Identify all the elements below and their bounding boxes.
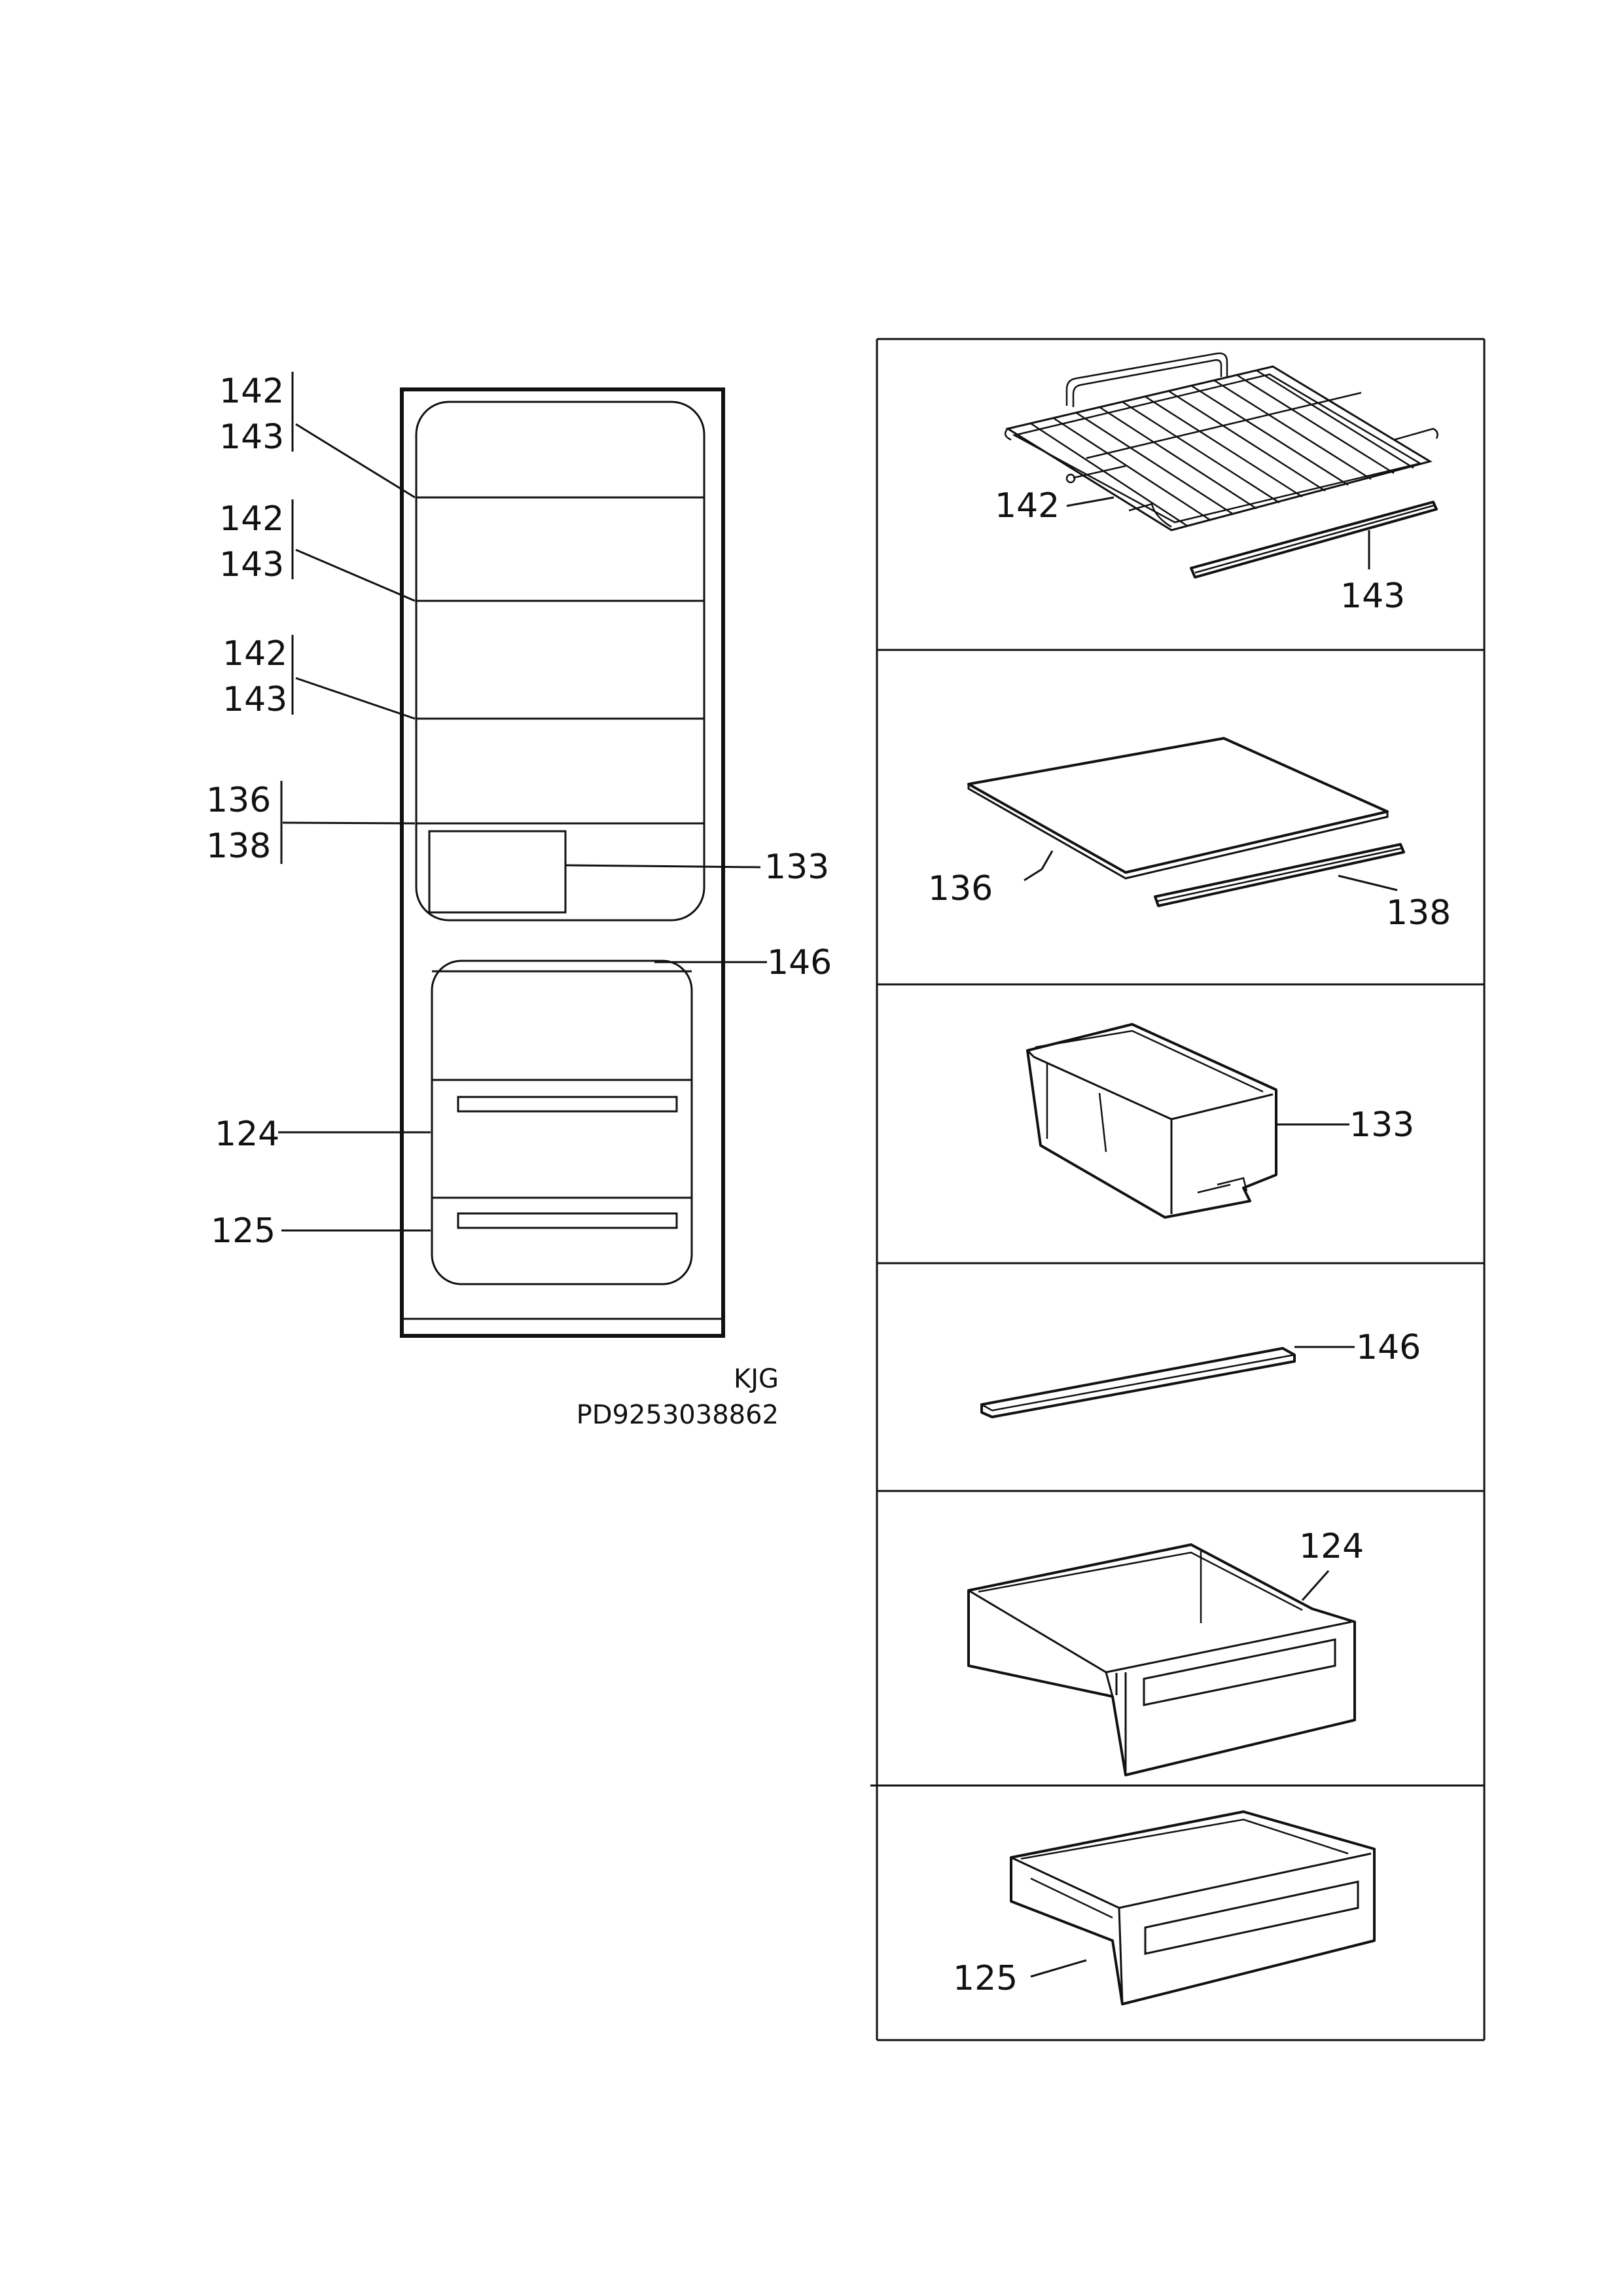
model-code: KJG — [734, 1364, 779, 1394]
label-142-shelf2: 142 — [219, 499, 284, 539]
glass-shelf-trim-drawing — [1154, 843, 1405, 907]
freezer-compartment — [431, 960, 693, 1285]
label-138-glass: 138 — [206, 827, 271, 866]
label-143-shelf2: 143 — [219, 545, 284, 584]
panel-upper-drawer: 124 — [967, 1527, 1364, 1776]
shelf-trim-drawing — [1190, 501, 1438, 579]
drawer-handle-lower — [457, 1212, 678, 1229]
panel-wire-shelf: 142 143 — [995, 352, 1438, 616]
crisper-box-drawing — [1026, 1023, 1277, 1219]
lower-drawer-drawing — [1010, 1810, 1376, 2005]
panel-label-142: 142 — [995, 486, 1060, 526]
panel-label-124: 124 — [1299, 1527, 1364, 1566]
label-143-shelf3: 143 — [223, 680, 287, 719]
wire-shelf-drawing — [1004, 352, 1438, 531]
panel-label-143: 143 — [1340, 577, 1405, 616]
panel-label-136: 136 — [928, 869, 993, 908]
label-133-box: 133 — [764, 848, 829, 887]
panel-crisper-box: 133 — [1026, 1023, 1414, 1219]
label-142-shelf1: 142 — [219, 372, 284, 411]
label-124-drawer: 124 — [215, 1115, 279, 1154]
label-143-shelf1: 143 — [219, 418, 284, 457]
fridge-compartment — [415, 401, 705, 922]
label-125-drawer: 125 — [211, 1211, 276, 1251]
drawer-handle-upper — [457, 1096, 678, 1113]
parts-table — [870, 338, 1486, 2041]
label-142-shelf3: 142 — [223, 634, 287, 673]
panel-label-133: 133 — [1349, 1105, 1414, 1145]
panel-divider-trim: 146 — [980, 1328, 1421, 1418]
product-number: PD9253038862 — [577, 1400, 779, 1430]
upper-drawer-drawing — [967, 1543, 1356, 1776]
crisper-box — [428, 830, 567, 914]
glass-shelf-drawing — [967, 737, 1389, 880]
panel-label-125: 125 — [953, 1959, 1018, 1998]
panel-lower-drawer: 125 — [953, 1810, 1376, 2005]
label-136-glass: 136 — [206, 781, 271, 820]
panel-label-146: 146 — [1356, 1328, 1421, 1367]
panel-label-138: 138 — [1386, 893, 1451, 933]
panel-glass-shelf: 136 138 — [928, 737, 1451, 933]
label-146-divider: 146 — [767, 943, 832, 982]
fridge-cabinet — [400, 387, 725, 1338]
divider-trim-drawing — [980, 1347, 1296, 1418]
fridge-overview: 142 143 142 143 142 143 136 138 133 146 … — [206, 372, 832, 1430]
